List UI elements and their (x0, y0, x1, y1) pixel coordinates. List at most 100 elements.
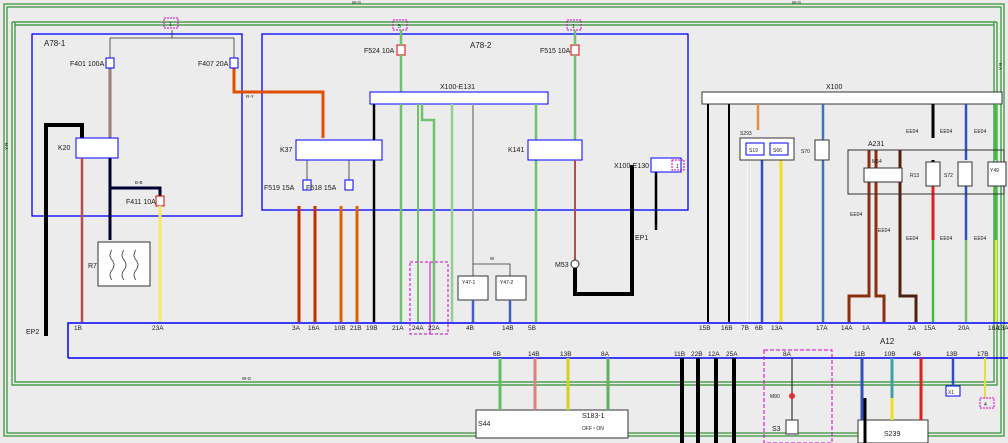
connector-x100-e130-label: X100-E130 (614, 163, 649, 170)
bus-bottom-pin-label: 4B (913, 351, 921, 358)
fuse-f515 (570, 44, 580, 56)
valve-y47-2-label: Y47-2 (500, 280, 514, 286)
bus-pin-label: 14B (502, 325, 514, 332)
fuse-f519-label: F519 15A (264, 185, 295, 192)
frame-label-right: Y-R (998, 62, 1003, 70)
s44-wires (498, 358, 610, 410)
fuse-f524 (396, 44, 406, 56)
frame-label-left: Y-R (4, 142, 9, 150)
switch-s183-label: S183-1 (582, 413, 605, 420)
switch-s183-state: OFF ˣ ON (582, 426, 604, 432)
bus-pin-label: 19B (366, 325, 378, 332)
fuse-f411 (155, 195, 165, 207)
fuse-f524-label: F524 10A (364, 48, 395, 55)
module-a78-1-label: A78-1 (44, 39, 66, 48)
bus-pin-label: 18A (988, 325, 1000, 332)
fuse-f401 (105, 57, 115, 69)
bus-bottom-pin-label: 11B (854, 351, 865, 358)
bus-pin-label: 16A (308, 325, 320, 332)
module-a231-label: A231 (868, 141, 884, 148)
wire-w-label: W (490, 256, 495, 261)
flag-1b-label: 1 (572, 24, 575, 30)
switch-s72 (957, 161, 973, 187)
connector-x100-e130 (650, 157, 682, 173)
switch-s70 (814, 139, 830, 161)
valve-y49-label: Y49 (990, 168, 999, 174)
sensor-r13-label: R13 (910, 173, 919, 179)
bus-pin-label: 3A (292, 325, 301, 332)
outer-frame (3, 3, 1005, 437)
bus-pin-label: 5B (528, 325, 536, 332)
bus-pin-label: 15A (924, 325, 936, 332)
flag-1c (671, 159, 685, 171)
valve-y47-2 (495, 275, 527, 301)
junction-ee04-2: EE04 (940, 129, 952, 135)
bus-pin-label: 10B (334, 325, 346, 332)
fuse-f515-label: F515 10A (540, 48, 571, 55)
bus-pin-label: 13A (771, 325, 783, 332)
switch-s19 (745, 142, 765, 156)
bus-bottom-pin-label: 10B (884, 351, 896, 358)
bus-pin-label: 15B (699, 325, 711, 332)
y47-bridge (473, 263, 511, 276)
switch-s66-label: S66 (773, 148, 782, 154)
connector-x1-label: X1 (948, 390, 954, 396)
bus-bottom-pin-label: 13B (560, 351, 572, 358)
bus-bottom-pin-label: 14B (528, 351, 540, 358)
a78-1-wiring (108, 30, 325, 138)
module-a78-1 (31, 33, 243, 217)
bus-bottom-pin-label: 25A (726, 351, 738, 358)
bus-a12-label: A12 (880, 337, 895, 346)
junction-ee04-6: EE04 (906, 236, 918, 242)
k37-fuse-feeds (306, 160, 350, 180)
f518-out-wires (339, 206, 359, 322)
junction-ee04-8: EE04 (974, 236, 986, 242)
connector-x100-label: X100 (826, 84, 842, 91)
junction-ee04-7: EE04 (940, 236, 952, 242)
switch-s66 (769, 142, 789, 156)
junction-ee04-5: EE04 (878, 228, 890, 234)
wire-k20h-label: B-B (135, 180, 143, 185)
bus-pin-label: 2A (908, 325, 917, 332)
connector-x100-e131-label: X100-E131 (440, 84, 475, 91)
bus-pin-label: 23A (152, 325, 164, 332)
bus-pin-label: 1B (74, 325, 82, 332)
heater-r7-label: R7 (88, 263, 97, 270)
bus-pin-label: 22A (428, 325, 440, 332)
switch-s3 (785, 419, 799, 435)
bus-pin-label: 16B (721, 325, 733, 332)
k20-relay-wire (108, 158, 162, 240)
switch-s70-label: S70 (801, 149, 810, 155)
bottom-black-wires (680, 358, 736, 443)
motor-m54 (863, 167, 903, 183)
bus-pin-label: 7B (741, 325, 749, 332)
bus-bottom-pin-label: 22B (691, 351, 703, 358)
wire-ry-label: R-Y (246, 94, 254, 99)
switch-s44 (475, 409, 629, 439)
ground-ep1-label: EP1 (635, 235, 648, 242)
bus-pin-label: 21B (350, 325, 362, 332)
relay-k141-label: K141 (508, 147, 524, 154)
relay-k20 (75, 137, 119, 159)
bus-pin-label: 4B (466, 325, 474, 332)
flag-1-label: 1 (169, 22, 172, 28)
relay-k20-label: K20 (58, 145, 71, 152)
relay-k141 (527, 139, 583, 161)
fuse-f407 (229, 57, 239, 69)
m53-ground-wire (573, 165, 634, 296)
switch-s3-label: S3 (772, 426, 781, 433)
x100-wires (707, 104, 998, 322)
k20-thick-wire (44, 123, 84, 336)
connector-x100-e131 (369, 91, 549, 105)
switch-s19-label: S19 (749, 148, 758, 154)
relay-k37-label: K37 (280, 147, 293, 154)
frame-label-mid: W-G (242, 376, 252, 381)
junction-ee04-4: EE04 (850, 212, 862, 218)
bus-a12 (67, 322, 1008, 359)
sensor-r13 (925, 161, 941, 187)
bus-bottom-pin-label: 13B (946, 351, 958, 358)
motor-m54-label: M54 (872, 159, 882, 165)
